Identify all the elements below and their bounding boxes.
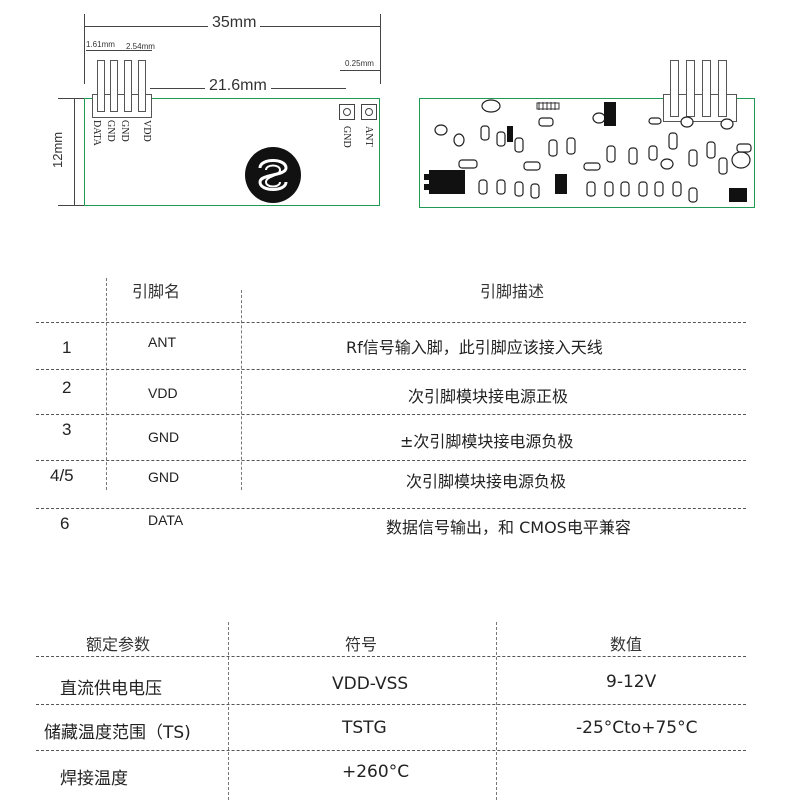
- pin-label-vdd: VDD: [141, 120, 152, 142]
- pin-row-5-name: DATA: [148, 512, 184, 528]
- pin-1: [97, 60, 105, 112]
- pin-row-2-desc: 次引脚模块接电源正极: [408, 387, 569, 406]
- param-row-3-param: 焊接温度: [60, 769, 128, 789]
- param-table-vline-2: [496, 622, 497, 800]
- dim-height-tick-top: [58, 98, 86, 99]
- dim-width-tick-left: [84, 14, 85, 84]
- brand-logo: [244, 146, 302, 208]
- pin-table-hline-2: [36, 414, 746, 415]
- param-table-header-param: 额定参数: [86, 635, 151, 654]
- dim-pitch-a-label: 1.61mm: [86, 40, 115, 49]
- param-row-1-value: 9-12V: [606, 672, 657, 692]
- pin-row-2-num: 2: [62, 378, 72, 397]
- pin-row-3-desc: ±次引脚模块接电源负极: [400, 432, 574, 451]
- param-table-hline-2: [36, 750, 746, 751]
- pin-table-hline-3: [36, 460, 746, 461]
- pin-row-4-num: 4/5: [50, 466, 74, 485]
- pin-row-5-desc: 数据信号输出，和 CMOS电平兼容: [386, 518, 631, 537]
- pad-ant: [361, 104, 377, 120]
- dim-small-label: 0.25mm: [345, 59, 374, 68]
- pin-row-1-desc: Rf信号输入脚，此引脚应该接入天线: [346, 338, 603, 357]
- pin-row-5-num: 6: [60, 514, 70, 533]
- back-pin-1: [670, 60, 679, 117]
- param-row-1-param: 直流供电电压: [60, 679, 162, 699]
- pin-table-hline-4: [36, 508, 746, 509]
- pin-table-hline-1: [36, 369, 746, 370]
- back-pin-3: [702, 60, 711, 117]
- param-row-3-symbol: +260°C: [342, 762, 410, 782]
- pin-label-gnd-a: GND: [105, 120, 116, 142]
- pin-table-hline-0: [36, 322, 746, 323]
- pin-row-4-name: GND: [148, 469, 180, 485]
- pcb-components: [424, 99, 752, 203]
- pin-row-2-name: VDD: [148, 385, 178, 401]
- pin-row-1-num: 1: [62, 338, 72, 357]
- pin-row-1-name: ANT: [148, 334, 176, 350]
- pin-row-4-desc: 次引脚模块接电源负极: [406, 472, 567, 491]
- param-table: 额定参数 符号 数值 直流供电电压 VDD-VSS 9-12V 储藏温度范围（T…: [0, 600, 800, 800]
- back-pin-4: [718, 60, 727, 117]
- dim-width-tick-right: [380, 14, 381, 84]
- param-table-vline-1: [228, 622, 229, 800]
- dim-span-label: 21.6mm: [205, 77, 271, 95]
- param-row-2-value: -25°Cto+75°C: [576, 718, 698, 738]
- pin-row-3-name: GND: [148, 429, 180, 445]
- param-table-header-symbol: 符号: [345, 635, 378, 654]
- dim-height-line: [74, 98, 75, 206]
- pin-table-vline-2: [241, 290, 242, 490]
- param-row-1-symbol: VDD-VSS: [332, 674, 409, 694]
- dim-height-tick-bottom: [58, 205, 86, 206]
- pin-table: 引脚名 引脚描述 1 ANT Rf信号输入脚，此引脚应该接入天线 2 VDD 次…: [0, 250, 800, 550]
- pin-table-header-desc: 引脚描述: [480, 282, 545, 301]
- param-table-hline-0: [36, 656, 746, 657]
- param-row-2-symbol: TSTG: [342, 718, 387, 738]
- dim-height-label: 12mm: [50, 129, 65, 170]
- pin-row-3-num: 3: [62, 420, 72, 439]
- dim-width-label: 35mm: [208, 14, 261, 32]
- pin-3: [124, 60, 132, 112]
- pin-label-gnd-right: GND: [341, 126, 352, 148]
- param-table-hline-1: [36, 704, 746, 705]
- back-pin-2: [686, 60, 695, 117]
- pad-gnd: [339, 104, 355, 120]
- dim-small-line: [340, 70, 380, 71]
- pin-table-vline-1: [106, 278, 107, 490]
- param-table-header-value: 数值: [610, 635, 643, 654]
- dim-pitch-b-label: 2.54mm: [126, 42, 155, 51]
- param-row-2-param: 储藏温度范围（TS): [44, 723, 191, 743]
- pin-table-header-name: 引脚名: [132, 282, 181, 301]
- dim-pitch-line: [86, 50, 152, 51]
- pin-label-data: DATA: [91, 120, 102, 146]
- pin-label-gnd-b: GND: [119, 120, 130, 142]
- pin-4: [138, 60, 146, 112]
- pin-2: [110, 60, 118, 112]
- module-diagram: 35mm 1.61mm 2.54mm 21.6mm 0.25mm 12mm DA…: [0, 0, 800, 240]
- pin-label-ant: ANT: [363, 126, 374, 147]
